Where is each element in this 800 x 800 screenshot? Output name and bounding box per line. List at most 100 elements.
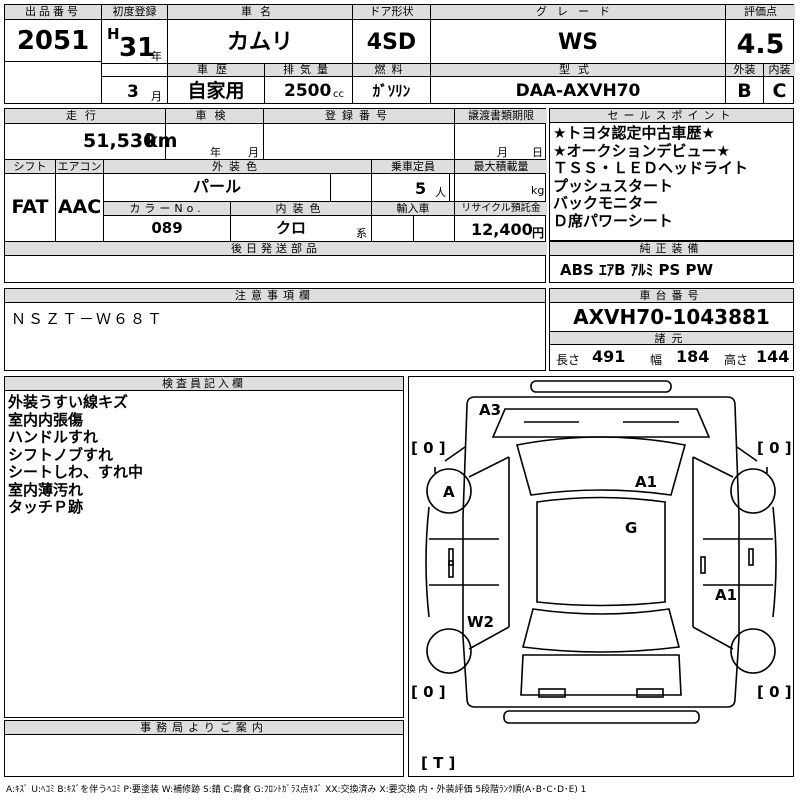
inspector-notes-label: 検査員記入欄	[5, 377, 403, 391]
mileage-label: 走行	[5, 109, 165, 123]
capacity-unit: 人	[435, 186, 446, 199]
car-outline-drawing	[425, 380, 777, 724]
selling-points-list: ★トヨタ認定中古車歴★ ★オークションデビュー★ ＴＳＳ・ＬＥＤヘッドライト プ…	[550, 123, 793, 230]
length-label: 長さ	[556, 353, 581, 367]
score-label: 評価点	[726, 5, 795, 19]
model-code: DAA-AXVH70	[515, 81, 641, 101]
chassis-block: 車台番号 AXVH70-1043881 諸元 長さ 491 幅 184 高さ 1…	[549, 288, 794, 371]
tire-depth-front-left: [ 0 ]	[411, 439, 446, 457]
damage-mark: W2	[467, 613, 494, 631]
equipment-block: 純正装備 ABS ｴｱB ｱﾙﾐ PS PW	[549, 241, 794, 283]
month-unit: 月	[151, 90, 162, 103]
height-label: 高さ	[724, 353, 749, 367]
tire-depth-front-right: [ 0 ]	[757, 439, 792, 457]
later-parts-label: 後日発送部品	[5, 242, 547, 255]
damage-mark: A1	[715, 586, 738, 604]
interior-grade: C	[772, 80, 787, 102]
displacement-label: 排気量	[265, 64, 352, 76]
specifications-label: 諸元	[550, 332, 793, 345]
recycle-fee: 12,400	[471, 220, 533, 239]
tire-depth-rear-left: [ 0 ]	[411, 683, 446, 701]
aircon: AAC	[57, 196, 102, 218]
car-name-label: 車名	[168, 5, 352, 19]
damage-mark: A	[443, 483, 455, 501]
registration-year: 31	[119, 33, 156, 63]
damage-code-legend: A:ｷｽﾞ U:ﾍｺﾐ B:ｷｽﾞを伴うﾍｺﾐ P:要塗装 W:補修跡 S:錆 …	[6, 785, 587, 795]
displacement: 2500	[284, 81, 332, 101]
overall-score: 4.5	[736, 29, 785, 60]
inspector-note: タッチＰ跡	[8, 498, 84, 516]
damage-mark: G	[625, 519, 638, 537]
exterior-grade: B	[737, 80, 752, 102]
inspector-note: 室内内張傷	[8, 410, 84, 429]
selling-point-item: ★オークションデビュー★	[553, 141, 730, 160]
mileage-unit: km	[145, 130, 178, 152]
caution-text: ＮＳＺＴ－Ｗ６８Ｔ	[11, 310, 165, 328]
inspector-note: シフトノブすれ	[8, 445, 114, 464]
aircon-label: エアコン	[56, 160, 103, 173]
inspector-notes-block: 検査員記入欄 外装うすい線キズ 室内内張傷 ハンドルすれ シフトノブすれ シート…	[4, 376, 404, 718]
interior-color-label: 内装色	[231, 202, 371, 215]
lot-number: 2051	[16, 26, 90, 56]
car-damage-diagram: A3 A1 G A1 W2 A [ 0 ] [ 0 ] [ 0 ] [ 0 ] …	[408, 376, 794, 777]
car-name: カムリ	[226, 30, 293, 55]
shift-label: シフト	[5, 160, 55, 173]
interior-color-unit: 系	[356, 227, 367, 240]
grade: WS	[557, 30, 599, 55]
era: H	[107, 25, 120, 43]
height-value: 144	[756, 347, 790, 366]
registration-month: 3	[127, 82, 139, 102]
max-load-unit: kg	[531, 184, 545, 197]
model-code-label: 型式	[431, 64, 725, 76]
inspector-note: ハンドルすれ	[8, 428, 99, 446]
color-number: 089	[151, 219, 183, 237]
damage-mark: A3	[479, 401, 502, 419]
door-type-label: ドア形状	[353, 5, 430, 19]
inspector-note: シートしわ、すれ中	[8, 463, 144, 481]
transfer-day-unit: 日	[532, 146, 543, 159]
transfer-deadline-label: 譲渡書類期限	[455, 109, 547, 123]
selling-point-item: ★トヨタ認定中古車歴★	[553, 124, 715, 142]
interior-grade-label: 内装	[764, 64, 795, 76]
recycle-fee-unit: 円	[532, 226, 545, 240]
chassis-number: AXVH70-1043881	[573, 305, 770, 329]
inspector-note: 外装うすい線キズ	[8, 393, 129, 411]
color-number-label: カラーNo.	[104, 202, 230, 215]
lot-number-label: 出品番号	[5, 5, 101, 19]
length-value: 491	[592, 347, 626, 366]
exterior-color: パール	[192, 177, 241, 196]
selling-point-item: バックモニター	[553, 194, 659, 212]
equipment-label: 純正装備	[550, 242, 793, 256]
selling-point-item: Ｄ席パワーシート	[553, 211, 673, 230]
office-notice-label: 事務局よりご案内	[5, 721, 403, 735]
caution-label: 注意事項欄	[5, 289, 545, 303]
recycle-fee-label: リサイクル預託金	[455, 202, 547, 215]
year-unit: 年	[151, 50, 162, 63]
door-type: 4SD	[366, 30, 417, 55]
grade-label: グレード	[431, 5, 725, 19]
displacement-unit: cc	[333, 89, 344, 100]
inspector-notes-list: 外装うすい線キズ 室内内張傷 ハンドルすれ シフトノブすれ シートしわ、すれ中 …	[5, 391, 403, 517]
exterior-grade-label: 外装	[726, 64, 763, 76]
selling-point-item: プッシュスタート	[553, 176, 674, 195]
fuel-label: 燃料	[353, 64, 430, 76]
interior-color: クロ	[275, 219, 306, 237]
office-notice-block: 事務局よりご案内	[4, 720, 404, 777]
first-registration-label: 初度登録	[102, 5, 167, 19]
inspector-note: 室内薄汚れ	[8, 480, 84, 499]
caution-block: 注意事項欄 ＮＳＺＴ－Ｗ６８Ｔ	[4, 288, 546, 371]
vehicle-details-block: 走行 車検 登録番号 譲渡書類期限 51,530 km 年 月 月 日 シフト …	[4, 108, 547, 283]
history-label: 車歴	[168, 64, 264, 76]
capacity: 5	[415, 179, 427, 198]
width-label: 幅	[650, 353, 663, 367]
shift: FAT	[11, 196, 49, 218]
chassis-number-label: 車台番号	[550, 289, 793, 303]
transfer-month-unit: 月	[497, 146, 508, 159]
tire-depth-rear-right: [ 0 ]	[757, 683, 792, 701]
top-info-block: 出品番号 初度登録 車名 ドア形状 グレード 評価点 2051 H 31 年 カ…	[4, 4, 795, 104]
mileage: 51,530	[83, 130, 157, 152]
selling-points-block: セールスポイント ★トヨタ認定中古車歴★ ★オークションデビュー★ ＴＳＳ・ＬＥ…	[549, 108, 794, 241]
exterior-color-label: 外装色	[104, 160, 371, 173]
trunk-indicator: [ T ]	[421, 754, 456, 772]
fuel: ｶﾞｿﾘﾝ	[372, 82, 411, 100]
